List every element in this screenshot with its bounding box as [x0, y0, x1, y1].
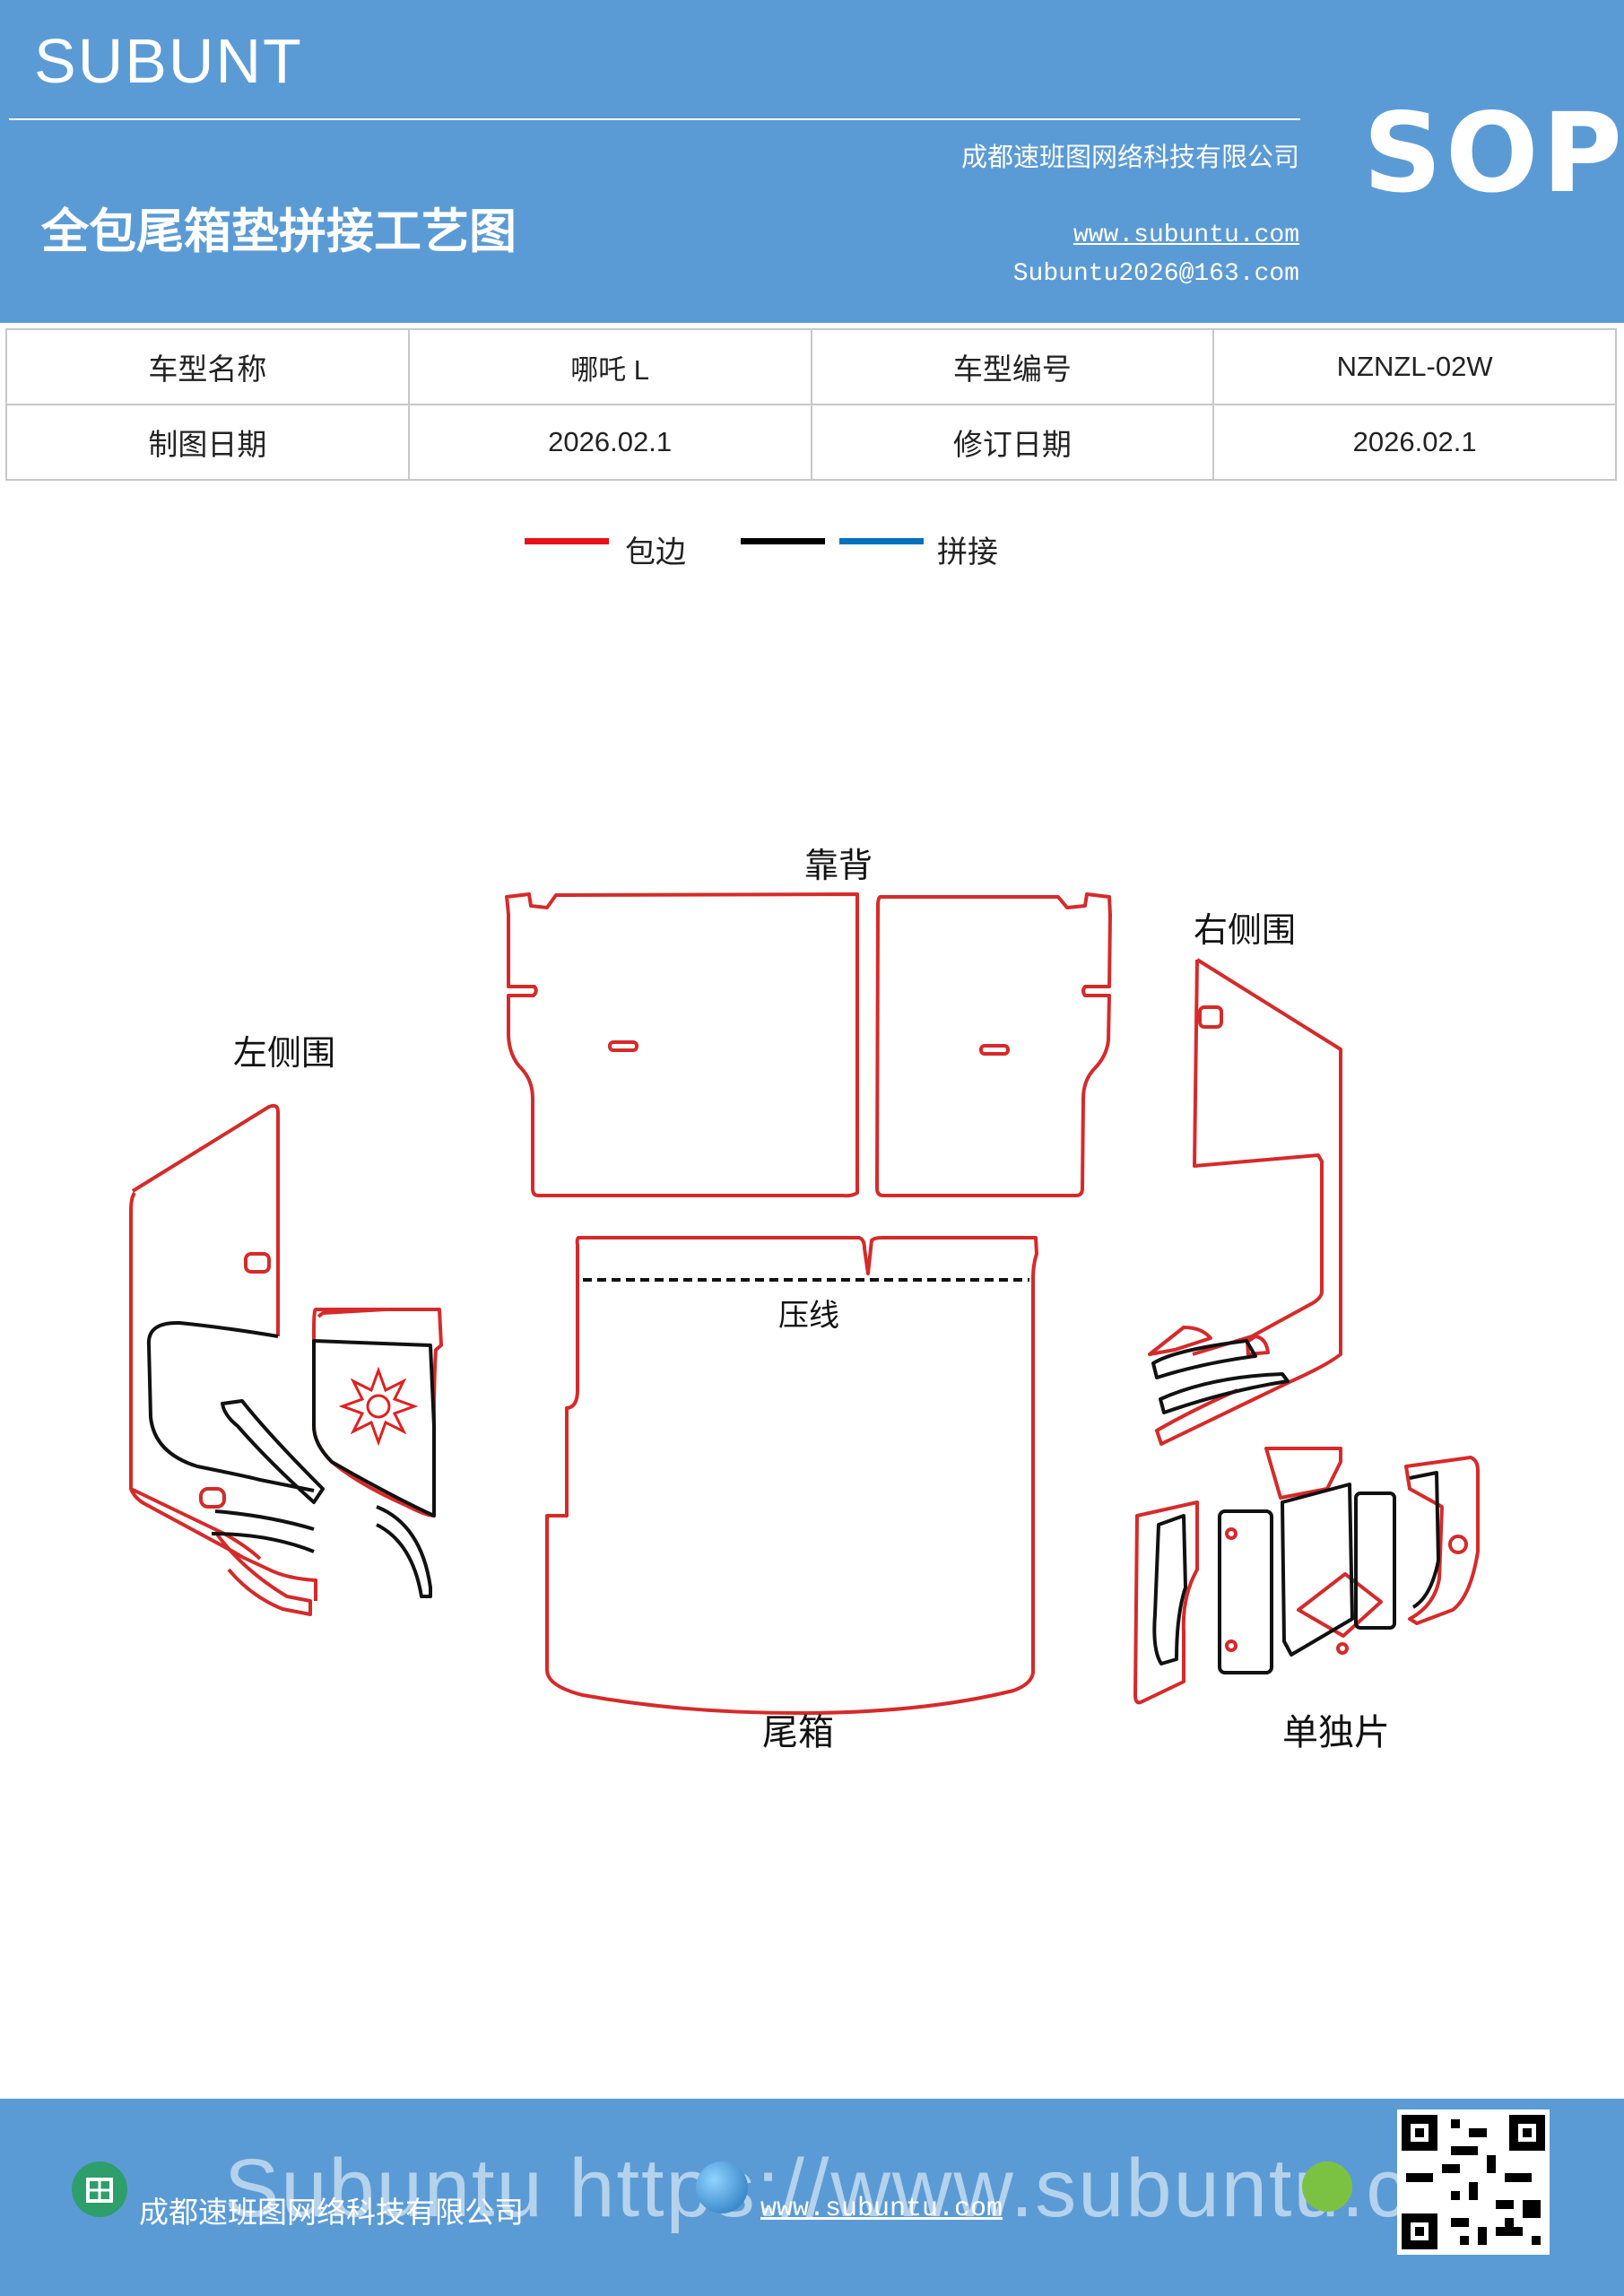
- backrest-left-slot: [608, 1040, 638, 1052]
- single-piece-right-hole: [1448, 1535, 1468, 1554]
- label-crease: 压线: [778, 1298, 839, 1334]
- right-side-outline: [1155, 958, 1342, 1446]
- single-piece-top: [1264, 1447, 1342, 1500]
- single-piece-black-5: [1409, 1471, 1440, 1609]
- backrest-right-slot: [979, 1044, 1010, 1056]
- wechat-icon: [1302, 2161, 1352, 2212]
- left-side-black-diagonal: [221, 1399, 325, 1504]
- label-right-side: 右侧围: [1194, 910, 1296, 950]
- table-value: NZNZL-02W: [1212, 328, 1617, 405]
- left-side-slot-lower: [199, 1487, 226, 1509]
- legend-edge-label: 包边: [625, 535, 686, 570]
- mat-splice-diagram: 靠背 左侧围 右侧围 压线 尾箱 单独片: [129, 846, 1480, 1753]
- sop-mark: SOP: [1363, 90, 1624, 217]
- building-icon: [72, 2161, 127, 2217]
- right-side-black-strip-b: [1159, 1372, 1290, 1414]
- single-piece-left-strip: [1133, 1500, 1199, 1705]
- backrest-right-piece: [875, 892, 1112, 1197]
- brand-name: SUBUNT: [34, 26, 303, 96]
- table-label: 车型名称: [5, 328, 410, 405]
- left-side-outline: [129, 1103, 317, 1601]
- legend-edge-swatch: [525, 538, 609, 544]
- footer-banner: [0, 2099, 1624, 2296]
- table-label: 修订日期: [810, 404, 1215, 481]
- label-backrest: 靠背: [804, 846, 873, 885]
- left-side-black-lower: [211, 1509, 315, 1553]
- label-left-side: 左侧围: [233, 1033, 335, 1073]
- footer-website-link[interactable]: www.subuntu.com: [760, 2194, 1003, 2224]
- left-side-black-curve: [146, 1320, 315, 1492]
- table-label: 车型编号: [810, 328, 1215, 405]
- right-side-notch: [1246, 1335, 1270, 1356]
- header-company: 成都速班图网络科技有限公司: [960, 142, 1299, 172]
- document-title: 全包尾箱垫拼接工艺图: [41, 204, 517, 259]
- left-side-lower-strip: [213, 1530, 312, 1616]
- label-single-pieces: 单独片: [1282, 1712, 1390, 1753]
- single-piece-hole-c: [1336, 1642, 1349, 1655]
- right-side-ear: [1148, 1326, 1212, 1356]
- info-table: 车型名称 哪吒 L 车型编号 NZNZL-02W 制图日期 2026.02.1 …: [5, 328, 1617, 481]
- single-piece-black-3: [1354, 1492, 1396, 1630]
- right-side-slot: [1198, 1005, 1223, 1029]
- legend-seam-blue-swatch: [839, 538, 924, 544]
- header-email: Subuntu2026@163.com: [1012, 260, 1299, 288]
- table-value: 哪吒 L: [407, 328, 812, 405]
- table-value: 2026.02.1: [1212, 404, 1617, 481]
- left-side-top-strip: [317, 1308, 439, 1318]
- qr-code: [1397, 2109, 1550, 2255]
- single-piece-hole-b: [1225, 1639, 1238, 1652]
- left-side-sun-panel: [312, 1308, 443, 1518]
- legend-seam-label: 拼接: [937, 535, 998, 570]
- sun-emblem: [338, 1366, 419, 1447]
- globe-icon: [696, 2161, 748, 2213]
- right-side-black-strip-a: [1151, 1339, 1257, 1379]
- table-value: 2026.02.1: [407, 404, 812, 481]
- label-trunk: 尾箱: [762, 1712, 834, 1753]
- single-piece-diamond: [1297, 1572, 1383, 1638]
- right-side-inner-edge: [1192, 959, 1324, 1356]
- table-row: 车型名称 哪吒 L 车型编号 NZNZL-02W: [5, 328, 1617, 405]
- table-row: 制图日期 2026.02.1 修订日期 2026.02.1: [5, 404, 1617, 481]
- single-piece-right-strip: [1404, 1456, 1480, 1625]
- left-side-black-tail: [376, 1505, 432, 1598]
- single-piece-black-4: [1152, 1514, 1187, 1665]
- header-website-link[interactable]: www.subuntu.com: [1073, 222, 1299, 249]
- backrest-left-piece: [505, 892, 859, 1198]
- single-piece-hole-a: [1225, 1527, 1238, 1540]
- left-side-slot-upper: [244, 1252, 271, 1274]
- trunk-main-piece: [545, 1236, 1038, 1715]
- header-banner: [0, 0, 1624, 323]
- footer-company: 成都速班图网络科技有限公司: [139, 2195, 524, 2230]
- single-piece-black-2: [1281, 1483, 1354, 1657]
- single-piece-black-1: [1218, 1509, 1273, 1674]
- table-label: 制图日期: [5, 404, 410, 481]
- sun-panel-black-border: [312, 1339, 436, 1518]
- header-divider: [9, 118, 1300, 120]
- legend-seam-black-swatch: [741, 538, 825, 544]
